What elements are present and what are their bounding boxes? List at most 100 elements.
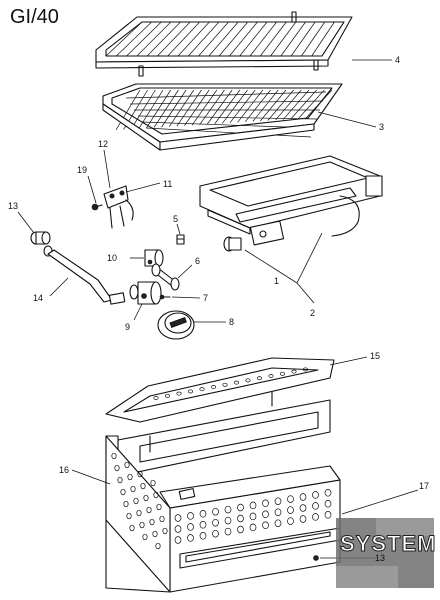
grate-bar <box>239 21 268 57</box>
side-vent-hole <box>136 509 142 517</box>
body-frame-part-15 <box>105 357 335 477</box>
front-vent-hole <box>212 518 219 527</box>
grate-bar <box>177 21 210 57</box>
side-vent-hole <box>117 476 123 484</box>
frame-hole <box>222 382 228 387</box>
front-vent-hole <box>174 536 182 544</box>
grate-bar <box>290 21 316 57</box>
gas-valve-part-9 <box>129 281 162 305</box>
front-vent-hole <box>237 525 244 534</box>
front-vent-hole <box>287 517 294 525</box>
watermark-text: SYSTEM <box>340 531 436 556</box>
front-vent-hole <box>262 510 269 519</box>
front-vent-hole <box>249 523 257 532</box>
callout-16: 16 <box>59 465 69 475</box>
supply-pipe-part-14 <box>43 245 126 305</box>
front-vent-hole <box>199 521 207 529</box>
front-vent-hole <box>237 514 244 523</box>
tray-hatch-line <box>129 100 324 105</box>
callout-5: 5 <box>173 214 178 224</box>
front-vent-hole <box>212 507 219 516</box>
tray-hatch-line <box>206 89 233 125</box>
tray-hatch-line <box>146 89 172 129</box>
lower-body-part-16 <box>105 435 341 593</box>
grate-bar <box>167 21 200 57</box>
grate-bar <box>321 21 345 57</box>
grate-bar <box>260 21 287 57</box>
front-vent-hole <box>199 510 207 518</box>
grill-grate-part-4 <box>95 11 353 77</box>
grate-bar <box>188 21 220 57</box>
side-vent-hole <box>126 512 132 520</box>
tray-part-3 <box>102 83 343 151</box>
callout-11: 11 <box>163 179 172 189</box>
grate-bar <box>280 21 306 57</box>
front-vent-hole <box>249 512 257 521</box>
front-vent-hole <box>199 532 207 540</box>
callout-1: 1 <box>274 276 279 286</box>
tray-hatch-line <box>237 89 264 123</box>
grate-bar <box>249 21 277 57</box>
grate-bar <box>126 21 162 57</box>
frame-hole <box>256 376 263 381</box>
tray-hatch-line <box>282 89 310 120</box>
frame-hole <box>302 367 309 372</box>
tray-hatch-line <box>244 89 271 123</box>
grate-bar <box>198 21 229 57</box>
side-vent-hole <box>162 527 168 535</box>
tray-hatch-line <box>115 89 141 131</box>
callout-10: 10 <box>107 253 117 263</box>
callout-8: 8 <box>229 317 234 327</box>
front-vent-hole <box>274 497 282 505</box>
grate-bar <box>208 21 239 57</box>
callout-19: 19 <box>77 165 87 175</box>
side-vent-hole <box>133 497 139 505</box>
screw-part-7 <box>159 294 171 300</box>
tray-hatch-line <box>130 89 156 130</box>
front-vent-hole <box>212 529 219 538</box>
front-vent-hole <box>274 508 282 516</box>
front-vent-hole <box>262 499 269 508</box>
frame-hole <box>279 371 286 376</box>
frame-hole <box>268 374 274 378</box>
callout-17: 17 <box>419 481 429 491</box>
system-watermark-logo: SYSTEM <box>336 518 436 588</box>
front-vent-hole <box>187 534 194 542</box>
tray-hatch-line <box>252 89 279 122</box>
grate-bar <box>301 21 326 57</box>
side-vent-hole <box>155 542 161 550</box>
side-vent-hole <box>111 452 117 460</box>
front-vent-hole <box>324 500 332 508</box>
front-vent-hole <box>262 521 269 530</box>
tray-hatch-line <box>290 89 317 120</box>
side-vent-hole <box>127 473 133 481</box>
side-vent-hole <box>114 464 120 472</box>
screw-part-19 <box>91 203 103 211</box>
front-vent-hole <box>174 525 182 533</box>
side-vent-hole <box>123 500 129 508</box>
callout-9: 9 <box>125 322 130 332</box>
front-vent-hole <box>224 516 232 525</box>
callout-4: 4 <box>395 55 400 65</box>
callout-13-lower: 13 <box>375 553 385 563</box>
front-vent-hole <box>312 502 319 510</box>
fitting-part-5 <box>176 234 185 245</box>
side-vent-hole <box>142 533 148 541</box>
side-vent-hole <box>143 494 149 502</box>
grate-bar <box>136 21 172 57</box>
frame-hole <box>245 378 251 383</box>
tray-hatch-line <box>260 89 287 122</box>
frame-hole <box>233 380 240 385</box>
tray-hatch-line <box>137 115 318 120</box>
screw-part-13-lower <box>313 555 319 561</box>
side-vent-hole <box>146 506 152 514</box>
tray-hatch-line <box>275 89 302 121</box>
side-vent-hole <box>152 530 158 538</box>
side-vent-hole <box>120 488 126 496</box>
side-vent-hole <box>153 491 159 499</box>
side-vent-hole <box>130 485 136 493</box>
front-vent-hole <box>312 491 319 499</box>
tray-hatch-line <box>199 89 225 125</box>
side-vent-hole <box>150 479 156 487</box>
grate-bar <box>116 21 152 57</box>
